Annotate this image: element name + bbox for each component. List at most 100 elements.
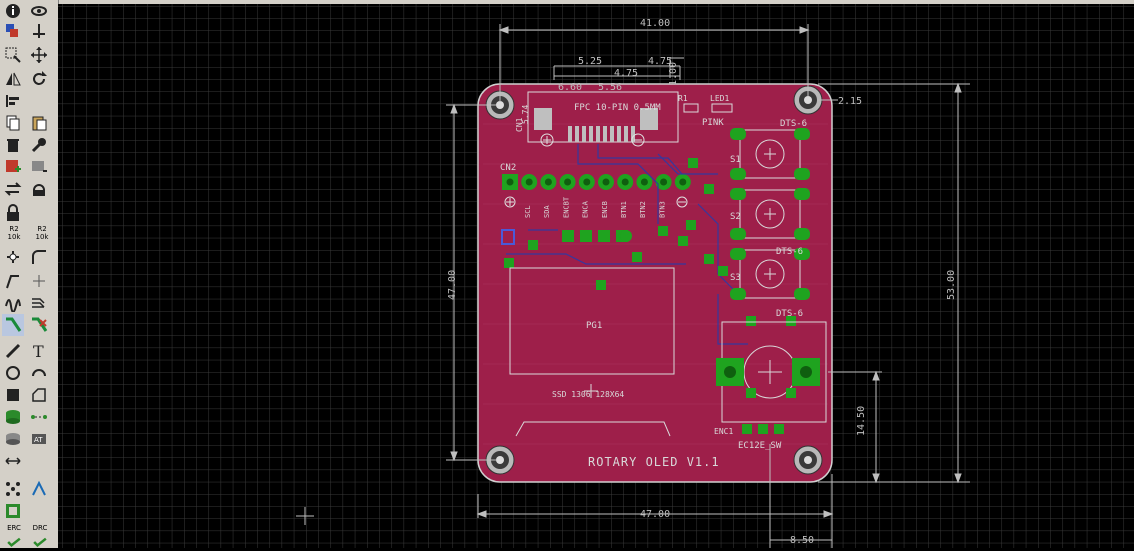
align-icon[interactable] [2, 90, 24, 112]
smash-icon[interactable] [2, 246, 24, 268]
pin-label: ENCBT [562, 196, 570, 218]
encoder-ref: ENC1 [714, 427, 733, 436]
encoder-header-pads[interactable] [562, 230, 632, 242]
blue-component[interactable] [501, 229, 515, 245]
autorouter-icon[interactable] [28, 478, 50, 500]
rotary-encoder[interactable] [716, 321, 827, 434]
dimension-icon[interactable] [2, 450, 24, 472]
polygon-icon[interactable] [28, 384, 50, 406]
name-tool[interactable]: R2 10k [2, 225, 26, 241]
display-ref: PG1 [586, 321, 602, 331]
led1-color: PINK [702, 118, 724, 128]
dim-fpc-a: 5.25 [578, 56, 602, 67]
cn2-header-pads[interactable] [502, 174, 691, 190]
mounting-hole-tr[interactable] [793, 85, 823, 115]
split-icon[interactable] [2, 270, 24, 292]
wire-icon[interactable] [2, 340, 24, 362]
copy-icon[interactable] [2, 112, 24, 134]
dim-left-height: 47.00 [447, 270, 458, 300]
signal-icon[interactable] [28, 406, 50, 428]
miter-icon[interactable] [28, 246, 50, 268]
switch-label-2: DTS-6 [776, 247, 803, 257]
header-pad-drill [525, 178, 533, 186]
ratsnest-icon[interactable] [2, 478, 24, 500]
ripup-icon[interactable] [28, 314, 50, 336]
paste-icon[interactable] [28, 112, 50, 134]
pin-label: SCL [524, 205, 532, 218]
hole-icon[interactable] [2, 428, 24, 450]
pin-label: SDA [543, 205, 551, 218]
drc-check-icon [33, 537, 47, 548]
meander-icon[interactable] [2, 292, 24, 314]
mounting-hole-tl[interactable] [485, 90, 515, 120]
cn2-label: CN2 [500, 163, 516, 173]
board-editor-canvas[interactable]: FPC 10-PIN 0.5MM CN1 5.74 LED1 PINK R1 C… [58, 4, 1134, 548]
layer-display-icon[interactable] [2, 20, 24, 42]
led1-footprint[interactable] [711, 103, 733, 113]
drc-button[interactable]: DRC [28, 524, 52, 551]
info-icon[interactable] [2, 0, 24, 22]
pin-label: BTN2 [639, 201, 647, 218]
cn1-label: CN1 [515, 117, 524, 132]
dim-hole-offset: 2.15 [838, 96, 862, 107]
cursor-crosshair [296, 507, 314, 525]
lock-swap-icon[interactable] [28, 178, 50, 200]
auto-layout-icon[interactable] [2, 500, 24, 522]
dim-fpc-e: 1.00 [668, 62, 679, 86]
circle-icon[interactable] [2, 362, 24, 384]
erc-button[interactable]: ERC [2, 524, 26, 551]
header-pad-drill [583, 178, 591, 186]
r1-footprint[interactable] [683, 103, 699, 113]
tactile-switch[interactable] [730, 188, 810, 240]
dim-fpc-c: 6.60 [558, 82, 582, 93]
dimension-lines [446, 24, 970, 548]
value-tool[interactable]: R2 10k [28, 225, 56, 241]
oled-flex-outline [515, 421, 671, 437]
svg-text:AT: AT [34, 436, 43, 444]
route-icon[interactable] [2, 314, 24, 336]
delete-icon[interactable] [2, 134, 24, 156]
dim-fpc-f: 5.56 [598, 82, 622, 93]
mark-icon[interactable] [28, 20, 50, 42]
fpc-label: FPC 10-PIN 0.5MM [574, 103, 661, 113]
header-pad-drill [602, 178, 610, 186]
dim-bottom-width: 47.00 [640, 509, 670, 520]
add-part-icon[interactable] [2, 156, 24, 178]
optimize-icon[interactable] [28, 270, 50, 292]
swap-icon[interactable] [2, 178, 24, 200]
value-tool-ref: R2 [37, 225, 47, 233]
via-icon[interactable] [2, 406, 24, 428]
rectangle-icon[interactable] [2, 384, 24, 406]
erc-label: ERC [7, 524, 21, 532]
bottom-traces [506, 144, 748, 345]
pin-label: ENCB [601, 201, 609, 218]
command-toolbar: R2 10k R2 10k T [0, 0, 59, 548]
vias[interactable] [504, 158, 796, 326]
group-icon[interactable] [2, 44, 24, 66]
header-pad-drill [621, 178, 629, 186]
rotate-icon[interactable] [28, 68, 50, 90]
replace-icon[interactable] [28, 156, 50, 178]
move-icon[interactable] [28, 44, 50, 66]
text-icon[interactable]: T [28, 340, 50, 362]
route-multiple-icon[interactable] [28, 292, 50, 314]
header-pad-drill [679, 178, 687, 186]
encoder-part: EC12E_SW [738, 441, 782, 451]
switch-label-3: DTS-6 [776, 309, 803, 319]
dim-fpc-b: 4.75 [614, 68, 638, 79]
tactile-switch[interactable] [730, 128, 810, 180]
attribute-icon[interactable]: AT [28, 428, 50, 450]
show-icon[interactable] [28, 0, 50, 22]
mirror-icon[interactable] [2, 68, 24, 90]
fpc-connector[interactable] [527, 91, 679, 147]
oled-display-outline[interactable] [509, 267, 675, 375]
r1-ref: R1 [678, 94, 688, 103]
tactile-switch[interactable] [730, 248, 810, 300]
tactile-switches[interactable] [730, 128, 810, 300]
mounting-hole-br[interactable] [793, 445, 823, 475]
arc-icon[interactable] [28, 362, 50, 384]
wrench-icon[interactable] [28, 134, 50, 156]
lock-icon[interactable] [2, 202, 24, 224]
header-pad-drill [640, 178, 648, 186]
